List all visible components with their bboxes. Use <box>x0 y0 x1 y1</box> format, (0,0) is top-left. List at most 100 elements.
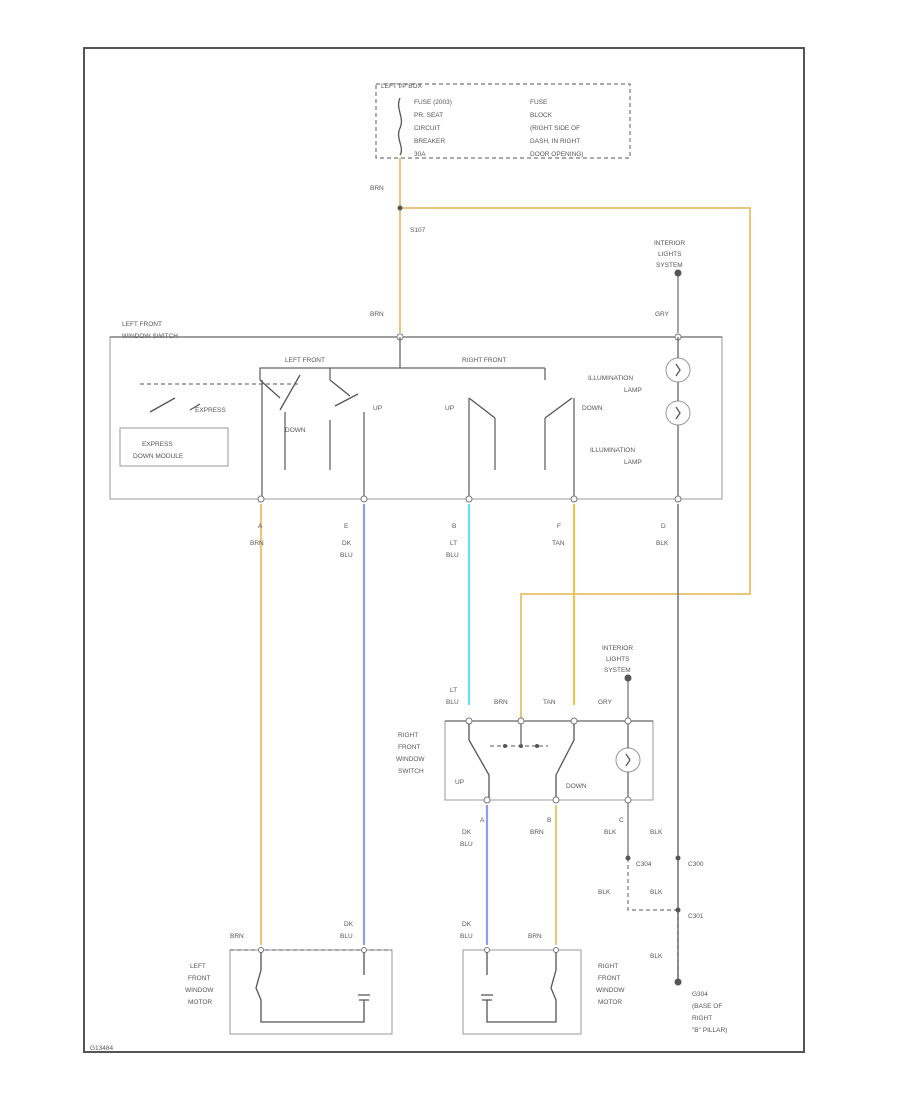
lm-blu-label: BLU <box>340 933 353 940</box>
right-switch-lamp-icon <box>615 747 641 773</box>
left-switch-pin-a <box>257 495 265 503</box>
figure-id: G13484 <box>90 1045 114 1052</box>
ground-line-3: "B" PILLAR) <box>692 1027 727 1034</box>
pin-d-wire: BLK <box>656 540 669 547</box>
right-front-window-motor: RIGHT FRONT WINDOW MOTOR <box>462 947 625 1035</box>
left-front-switch-arm-b <box>329 379 359 407</box>
left-switch-left-front: LEFT FRONT <box>285 357 325 364</box>
rs-pin-a-wire-0: DK <box>462 829 472 836</box>
left-switch-up-label-1: UP <box>373 405 382 412</box>
right-motor-term-b <box>553 947 559 953</box>
right-motor-switch-b <box>486 952 557 1023</box>
fuse-right-line-4: DOOR OPENING) <box>530 151 583 158</box>
fuse-left-line-4: 30A <box>414 151 426 158</box>
left-front-switch-wiring <box>261 380 365 499</box>
interior-lights-mid: INTERIOR LIGHTS SYSTEM <box>602 645 633 682</box>
fuse-right-line-3: DASH, IN RIGHT <box>530 138 580 145</box>
right-switch-contact-3 <box>535 744 539 748</box>
fuse-left-line-1: PR. SEAT <box>414 112 443 119</box>
right-front-switch-arm-a <box>468 397 496 419</box>
pin-e-wire-0: DK <box>342 540 352 547</box>
label-gry-switch: GRY <box>655 311 670 318</box>
label-brn-top: BRN <box>370 185 384 192</box>
rs-pin-b-wire: BRN <box>530 829 544 836</box>
right-switch-arm-left <box>468 724 490 800</box>
fuse-block: LEFT I/P BOX FUSE (2003) PR. SEAT CIRCUI… <box>375 83 631 159</box>
splice-node <box>397 205 403 211</box>
left-motor-switch-a <box>255 952 365 1023</box>
ground-line-1: (BASE OF <box>692 1003 722 1010</box>
right-switch-term-tan <box>570 717 578 725</box>
illumination-lamp-icon-1 <box>665 357 691 383</box>
right-switch-title-0: RIGHT <box>398 732 418 739</box>
right-front-switch-wiring <box>468 398 575 499</box>
label-brn-switch: BRN <box>370 311 384 318</box>
circuit-breaker-symbol <box>397 97 403 156</box>
fuse-block-header: LEFT I/P BOX <box>381 83 423 90</box>
right-front-window-switch: RIGHT FRONT WINDOW SWITCH UP DOWN <box>396 717 654 804</box>
left-switch-pin-e <box>360 495 368 503</box>
rm-dk-label: DK <box>462 921 472 928</box>
left-switch-pin-d <box>674 495 682 503</box>
c301-label: C301 <box>688 913 704 920</box>
express-module-line-0: EXPRESS <box>142 441 173 448</box>
left-switch-title-line-0: LEFT FRONT <box>122 321 162 328</box>
rs-lt-label-1: BLU <box>446 699 459 706</box>
rs-pin-a-wire-1: BLU <box>460 841 473 848</box>
lm-dk-label: DK <box>344 921 354 928</box>
right-motor-line-2: WINDOW <box>596 987 625 994</box>
right-switch-pin-c <box>624 796 632 804</box>
left-motor-line-2: WINDOW <box>185 987 214 994</box>
illumination-lamp-filament-2 <box>675 406 681 420</box>
c304-label: C304 <box>636 861 652 868</box>
right-switch-term-gry <box>624 717 632 725</box>
right-switch-down: DOWN <box>566 783 587 790</box>
left-switch-pin-b <box>465 495 473 503</box>
gnd-blk-label-1: BLK <box>650 829 663 836</box>
right-switch-pin-b <box>552 796 560 804</box>
interior-lights-top-line-0: INTERIOR <box>654 240 685 247</box>
interior-lights-mid-node <box>624 674 632 682</box>
pin-f-label: F <box>557 523 561 530</box>
rs-lt-label-0: LT <box>450 687 457 694</box>
fuse-left-line-2: CIRCUIT <box>414 125 440 132</box>
fuse-block-outline <box>375 83 631 159</box>
express-down-module-box <box>119 427 229 467</box>
illumination-lamp-filament-1 <box>675 363 681 377</box>
fuse-left-line-0: FUSE (2003) <box>414 99 452 106</box>
left-switch-down-label: DOWN <box>285 427 306 434</box>
right-motor-term-a <box>484 947 490 953</box>
brn-wire-feed <box>400 207 751 720</box>
c301-node <box>675 907 681 913</box>
right-switch-term-lt-blu <box>465 717 473 725</box>
right-switch-up: UP <box>455 779 464 786</box>
pin-a-wire: BRN <box>250 540 264 547</box>
right-switch-title-2: WINDOW <box>396 756 425 763</box>
left-motor-term-a <box>258 947 264 953</box>
right-front-switch-arm-b <box>544 397 573 419</box>
pin-b-label: B <box>452 523 456 530</box>
interior-lights-mid-line-0: INTERIOR <box>602 645 633 652</box>
fuse-right-line-2: (RIGHT SIDE OF <box>530 125 580 132</box>
rs-gry-label: GRY <box>598 699 613 706</box>
fuse-right-line-0: FUSE <box>530 99 548 106</box>
interior-lights-mid-line-1: LIGHTS <box>606 656 630 663</box>
left-motor-line-0: LEFT <box>190 963 206 970</box>
ground-line-0: G304 <box>692 991 708 998</box>
left-front-window-motor: LEFT FRONT WINDOW MOTOR <box>185 947 393 1035</box>
rs-pin-b: B <box>547 817 551 824</box>
lm-brn-label: BRN <box>230 933 244 940</box>
left-motor-line-3: MOTOR <box>188 999 212 1006</box>
c300-node <box>675 855 681 861</box>
fuse-left-line-3: BREAKER <box>414 138 445 145</box>
wires <box>259 158 751 982</box>
interior-lights-top-line-2: SYSTEM <box>656 262 683 269</box>
left-front-window-switch: LEFT FRONT WINDOW SWITCH LEFT FRONT RIGH… <box>109 321 723 503</box>
ground-line-2: RIGHT <box>692 1015 712 1022</box>
left-switch-pin-f <box>570 495 578 503</box>
interior-lights-top: INTERIOR LIGHTS SYSTEM <box>654 240 685 277</box>
illumination-lamp-label-2b: LAMP <box>624 459 642 466</box>
right-motor-box <box>462 949 582 1035</box>
gnd-blk-label-2: BLK <box>598 889 611 896</box>
